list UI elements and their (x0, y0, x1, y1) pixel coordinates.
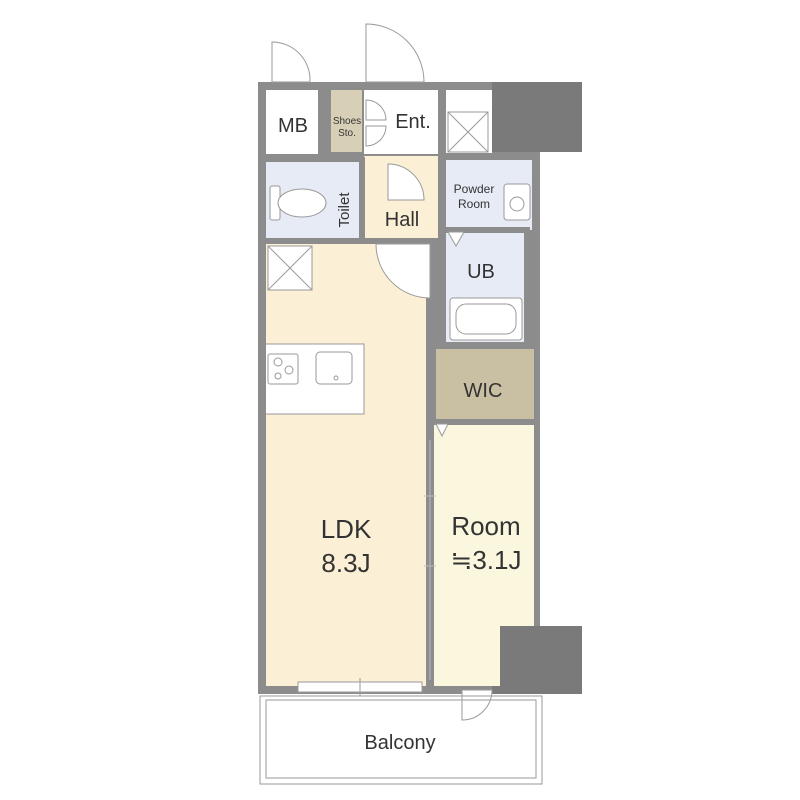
ldk-area (266, 244, 426, 686)
hall-door (387, 163, 425, 201)
wic-label: WIC (464, 380, 503, 402)
wic-area (436, 349, 534, 421)
shoes-door (365, 99, 387, 121)
shoes-storage-area (331, 90, 362, 152)
ldk-size-label: 8.3J (321, 548, 370, 578)
room-size-label: ≒3.1J (451, 545, 522, 575)
toilet-label: Toilet (336, 192, 353, 228)
powder-label-line1: Powder (454, 182, 495, 196)
entrance-door (365, 23, 425, 83)
mb-door (271, 41, 311, 83)
room-door-marker (435, 423, 449, 438)
mb-area (266, 90, 318, 154)
column-inner (500, 626, 534, 686)
kitchen-counter (266, 343, 365, 415)
balcony-window (297, 678, 423, 696)
shoes-door-2 (365, 125, 387, 147)
sink-fixture (503, 183, 531, 221)
toilet-fixture (269, 185, 327, 221)
doors (271, 23, 493, 721)
storage-box-ldk (267, 245, 313, 291)
ldk-label: LDK (321, 514, 372, 544)
mb-label: MB (278, 115, 308, 137)
storage-box-top (447, 111, 489, 153)
balcony-door (461, 689, 493, 721)
sliding-partition (424, 440, 436, 680)
hall-label: Hall (385, 209, 419, 231)
balcony-area (259, 695, 543, 785)
ldk-door (375, 243, 431, 299)
shoes-label-line1: Shoes (333, 116, 361, 127)
entrance-label: Ent. (395, 111, 431, 133)
ub-label: UB (467, 261, 495, 283)
powder-label-line2: Room (458, 197, 490, 211)
room-label: Room (451, 511, 520, 541)
structural-column-top (492, 82, 582, 152)
balcony-label: Balcony (364, 732, 435, 754)
bathtub-fixture (449, 297, 523, 341)
shoes-label-line2: Sto. (338, 128, 356, 139)
ub-door-marker (447, 231, 465, 248)
